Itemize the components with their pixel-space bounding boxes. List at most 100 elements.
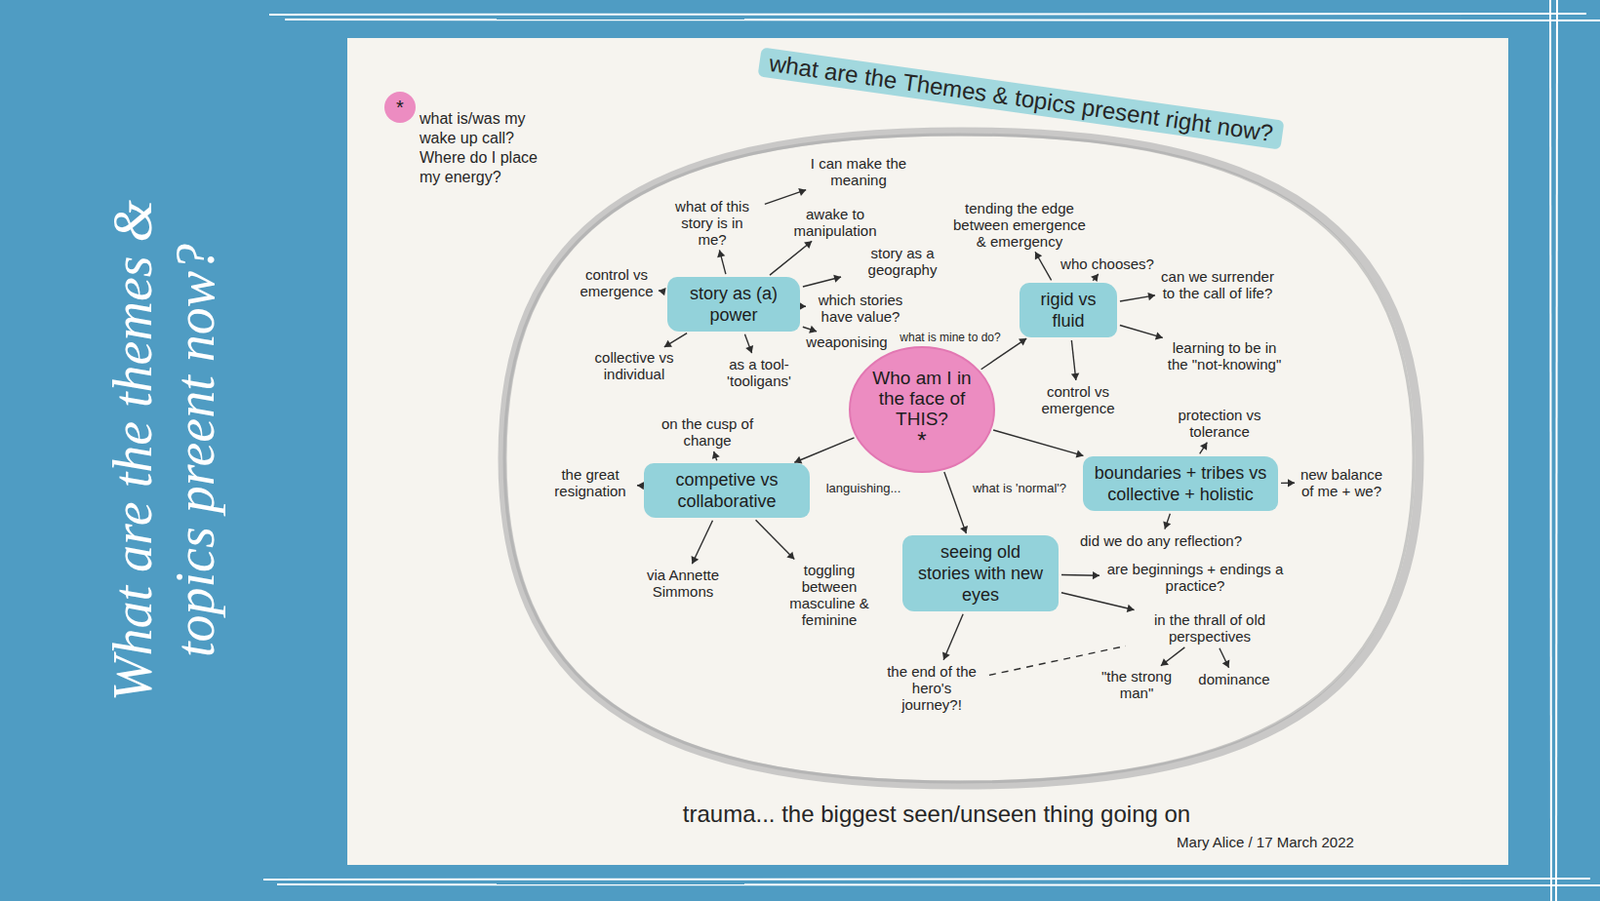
connector	[664, 333, 687, 348]
connector	[1162, 514, 1171, 530]
arrow-head	[1126, 604, 1135, 613]
arrow-head	[1071, 373, 1080, 381]
connector	[802, 275, 841, 287]
node-text: on the cusp of change	[659, 415, 756, 449]
arrow-head	[691, 556, 700, 564]
node-text: protection vs tolerance	[1168, 406, 1271, 440]
pencil-ring	[504, 134, 1414, 783]
node-text: tending the edge between emergence & eme…	[953, 200, 1086, 250]
frame-line	[1556, 0, 1558, 901]
idea-note: story as a geography	[842, 243, 962, 280]
arrow-head	[745, 345, 754, 354]
shape-fill	[384, 91, 416, 123]
idea-note: which stories have value?	[807, 290, 914, 326]
paper-sheet	[347, 38, 1509, 866]
connector	[1120, 325, 1163, 341]
arrow-head	[833, 275, 841, 283]
arrow-head	[1147, 292, 1156, 301]
connector-line	[1200, 442, 1208, 455]
idea-note: who chooses?	[1057, 254, 1158, 274]
pencil-ring	[502, 131, 1420, 786]
idea-note: the end of the hero's journey?!	[877, 662, 987, 715]
node-text: as a tool- 'tooligans'	[717, 356, 801, 390]
idea-note: I can make the meaning	[803, 154, 914, 190]
idea-note: on the cusp of change	[656, 414, 759, 450]
idea-note: are beginnings + endings a practice?	[1101, 560, 1289, 596]
connector	[658, 287, 667, 296]
connector	[744, 334, 754, 354]
connector-line	[944, 472, 967, 534]
core-question: Who am I in the face of THIS?*	[848, 346, 996, 474]
frame-line	[1550, 0, 1552, 901]
arrow-head	[808, 325, 817, 334]
idea-note: the great resignation	[545, 465, 636, 501]
node-text: collective vs individual	[586, 349, 682, 383]
idea-note: protection vs tolerance	[1165, 405, 1274, 441]
connector-line	[794, 438, 854, 463]
node-text: boundaries + tribes vs collective + holi…	[1092, 462, 1269, 506]
arrow-head	[960, 525, 968, 534]
idea-note: new balance of me + we?	[1296, 465, 1387, 501]
connector	[1280, 479, 1295, 487]
arrow-head	[1155, 331, 1163, 340]
node-text: what of this story is in me?	[665, 198, 760, 248]
node-text: dominance	[1198, 671, 1270, 688]
theme-highlight: competive vs collaborative	[643, 463, 810, 519]
arrow-head	[803, 240, 812, 249]
node-text: in the thrall of old perspectives	[1124, 611, 1295, 645]
connector-line	[1160, 647, 1185, 667]
theme-highlight: boundaries + tribes vs collective + holi…	[1082, 456, 1279, 512]
connector	[1200, 442, 1208, 455]
connector-line	[769, 240, 812, 276]
connector	[942, 614, 963, 661]
idea-note: dominance	[1195, 670, 1273, 689]
idea-note: can we surrender to the call of life?	[1157, 267, 1279, 303]
node-text: who chooses?	[1060, 255, 1155, 273]
node-text: can we surrender to the call of life?	[1160, 268, 1276, 302]
node-text: the great resignation	[548, 466, 633, 500]
arc-footer: trauma... the biggest seen/unseen thing …	[682, 800, 1191, 829]
frame-line	[284, 19, 1600, 21]
idea-note: tending the edge between emergence & eme…	[950, 199, 1089, 251]
shape-fill	[849, 347, 995, 473]
arrow-head	[1035, 251, 1042, 260]
connector	[756, 520, 796, 560]
connector-line	[756, 520, 796, 560]
node-text: story as a geography	[845, 244, 960, 279]
node-text: did we do any reflection?	[1080, 532, 1242, 550]
arrow-head	[658, 287, 667, 296]
frame-line	[277, 884, 1600, 886]
node-text: toggling between masculine & feminine	[782, 561, 877, 629]
node-text: are beginnings + endings a practice?	[1104, 560, 1286, 595]
arrow-head	[664, 340, 673, 348]
node-text: *	[396, 97, 404, 118]
node-text: control vs emergence	[579, 266, 654, 300]
connector	[1090, 274, 1099, 282]
node-text: control vs emergence	[1032, 383, 1124, 417]
connector	[1035, 251, 1052, 280]
node-text: the end of the hero's journey?!	[880, 663, 984, 714]
idea-note: weaponising	[802, 332, 890, 352]
arrow-head	[1076, 449, 1084, 458]
arrow-head	[717, 249, 725, 258]
node-text: story as (a) power	[677, 282, 791, 326]
node-text: competive vs collaborative	[653, 469, 800, 513]
connector-line	[943, 614, 963, 661]
connector-line	[1219, 648, 1230, 669]
connector	[944, 472, 968, 534]
arrow-head	[1287, 479, 1295, 487]
frame-line	[263, 879, 1591, 880]
node-text: weaponising	[805, 333, 887, 351]
arrow-head	[798, 188, 806, 197]
connector	[1061, 571, 1100, 580]
signature: Mary Alice / 17 March 2022	[1176, 834, 1355, 852]
connector	[1061, 593, 1135, 613]
node-text: I can make the meaning	[806, 155, 911, 189]
idea-note: toggling between masculine & feminine	[779, 560, 880, 630]
node-text: awake to manipulation	[783, 205, 887, 240]
node-text: new balance of me + we?	[1299, 466, 1384, 500]
idea-note: control vs emergence	[576, 265, 657, 301]
